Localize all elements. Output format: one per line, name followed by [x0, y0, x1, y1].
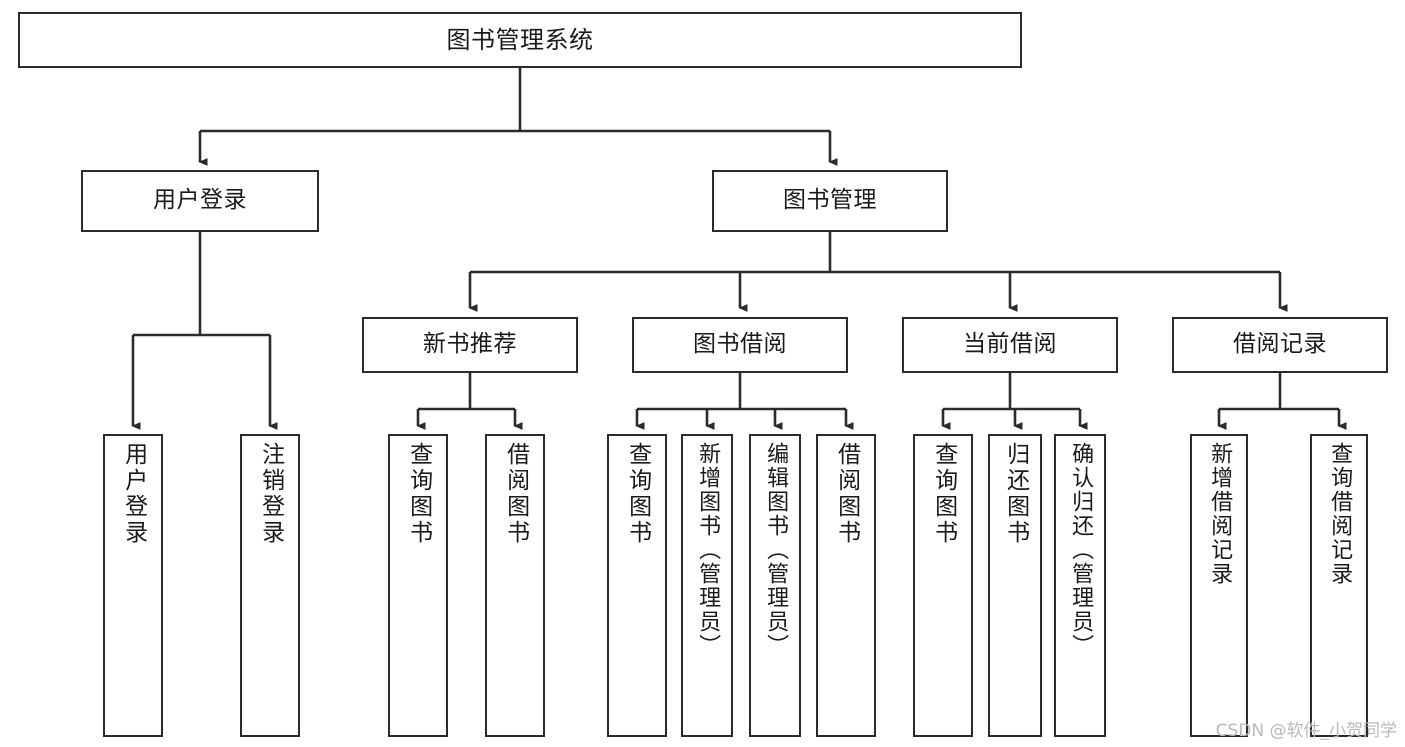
node-leaf-borrow-book-bor-label: 借阅图书 [833, 442, 860, 546]
node-leaf-user-login-label: 用户登录 [120, 442, 147, 546]
node-book-manage[interactable]: 图书管理 [712, 170, 948, 232]
node-leaf-add-book-label: 新增图书（管理员） [695, 442, 721, 658]
node-new-book-rec-label: 新书推荐 [423, 331, 517, 358]
node-user-login-label: 用户登录 [153, 187, 247, 214]
watermark: CSDN @软件_小贺同学 [1215, 721, 1397, 741]
node-current-borrow[interactable]: 当前借阅 [902, 317, 1118, 373]
node-leaf-edit-book[interactable]: 编辑图书（管理员） [749, 434, 801, 737]
node-leaf-query-record[interactable]: 查询借阅记录 [1310, 434, 1368, 737]
node-leaf-user-login[interactable]: 用户登录 [103, 434, 163, 737]
node-leaf-logout-label: 注销登录 [257, 442, 284, 546]
node-leaf-borrow-book-rec-label: 借阅图书 [502, 442, 529, 546]
node-leaf-query-book-rec[interactable]: 查询图书 [388, 434, 448, 737]
node-leaf-query-book-rec-label: 查询图书 [405, 442, 432, 546]
node-leaf-logout[interactable]: 注销登录 [240, 434, 300, 737]
node-leaf-query-book-cur-label: 查询图书 [930, 442, 957, 546]
node-book-borrow-label: 图书借阅 [693, 331, 787, 358]
node-leaf-borrow-book-rec[interactable]: 借阅图书 [485, 434, 545, 737]
node-current-borrow-label: 当前借阅 [963, 331, 1057, 358]
node-root[interactable]: 图书管理系统 [18, 12, 1022, 68]
node-leaf-query-book-cur[interactable]: 查询图书 [913, 434, 973, 737]
node-borrow-record[interactable]: 借阅记录 [1172, 317, 1388, 373]
node-book-manage-label: 图书管理 [783, 187, 877, 214]
node-leaf-add-record[interactable]: 新增借阅记录 [1190, 434, 1248, 737]
node-leaf-query-book-bor[interactable]: 查询图书 [607, 434, 667, 737]
node-leaf-return-book-label: 归还图书 [1002, 442, 1029, 546]
node-leaf-add-record-label: 新增借阅记录 [1207, 442, 1233, 586]
node-user-login[interactable]: 用户登录 [81, 170, 319, 232]
node-leaf-query-book-bor-label: 查询图书 [624, 442, 651, 546]
node-leaf-add-book[interactable]: 新增图书（管理员） [681, 434, 733, 737]
node-leaf-borrow-book-bor[interactable]: 借阅图书 [816, 434, 876, 737]
node-borrow-record-label: 借阅记录 [1233, 331, 1327, 358]
node-new-book-rec[interactable]: 新书推荐 [362, 317, 578, 373]
node-leaf-confirm-return-label: 确认归还（管理员） [1068, 442, 1094, 658]
node-root-label: 图书管理系统 [446, 25, 594, 54]
node-leaf-query-record-label: 查询借阅记录 [1327, 442, 1353, 586]
node-book-borrow[interactable]: 图书借阅 [632, 317, 848, 373]
node-leaf-edit-book-label: 编辑图书（管理员） [763, 442, 789, 658]
node-leaf-return-book[interactable]: 归还图书 [988, 434, 1042, 737]
node-leaf-confirm-return[interactable]: 确认归还（管理员） [1054, 434, 1106, 737]
